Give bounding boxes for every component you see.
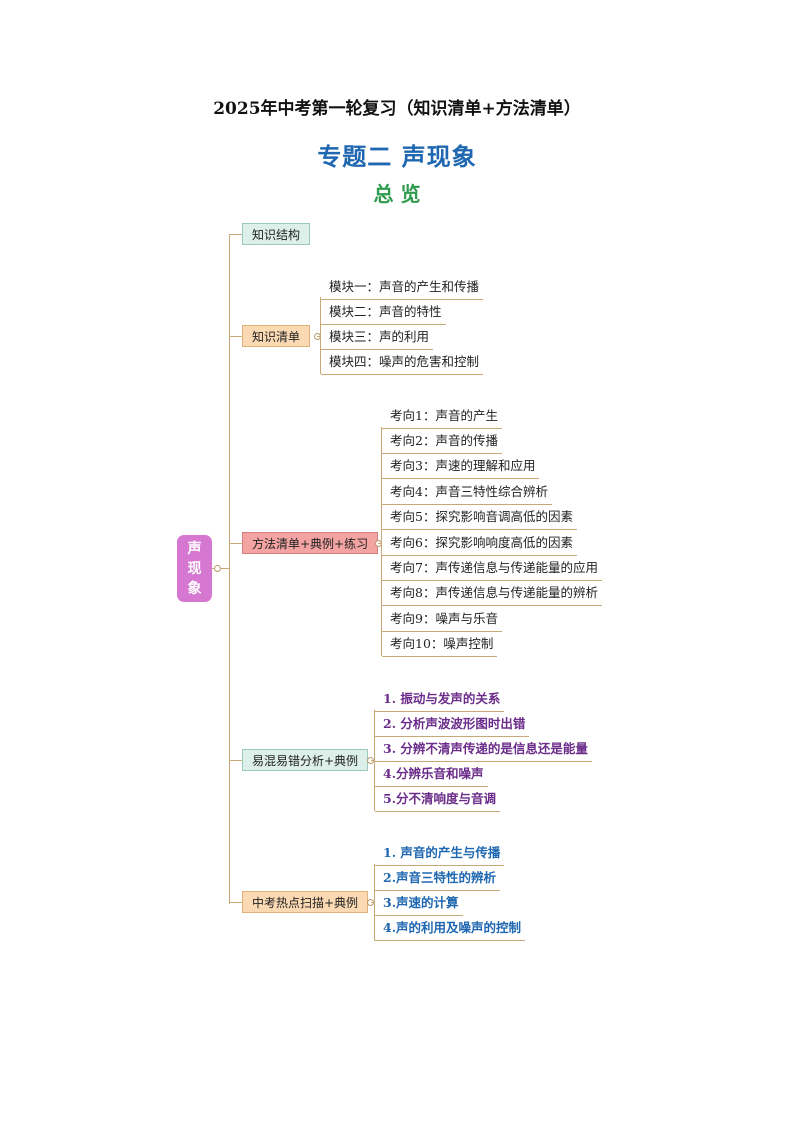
branch-hotspots[interactable]: 中考热点扫描+典例 <box>242 891 369 913</box>
overview-heading: 总 览 <box>373 182 421 206</box>
method-item[interactable]: 考向10：噪声控制 <box>382 635 498 657</box>
branch-methods[interactable]: 方法清单+典例+练习 <box>242 532 379 554</box>
mistake-item[interactable]: 1. 振动与发声的关系 <box>375 690 505 712</box>
topic-title: 专题二 声现象 <box>317 143 477 171</box>
method-item[interactable]: 考向2：声音的传播 <box>382 432 502 454</box>
method-item[interactable]: 考向3：声速的理解和应用 <box>382 457 540 479</box>
method-item[interactable]: 考向4：声音三特性综合辨析 <box>382 483 552 505</box>
knowledge-item[interactable]: 模块二：声音的特性 <box>321 303 446 325</box>
mindmap-root: 声现象 <box>177 535 212 602</box>
knowledge-item[interactable]: 模块三：声的利用 <box>321 328 434 350</box>
branch-knowledge-structure[interactable]: 知识结构 <box>242 223 311 245</box>
method-item[interactable]: 考向6：探究影响响度高低的因素 <box>382 534 577 556</box>
hotspot-item[interactable]: 1. 声音的产生与传播 <box>375 844 505 866</box>
knowledge-item[interactable]: 模块四：噪声的危害和控制 <box>321 353 484 375</box>
knowledge-item[interactable]: 模块一：声音的产生和传播 <box>321 278 484 300</box>
mistake-item[interactable]: 2. 分析声波波形图时出错 <box>375 715 530 737</box>
method-item[interactable]: 考向1：声音的产生 <box>382 407 502 429</box>
mistake-item[interactable]: 4.分辨乐音和噪声 <box>375 765 488 787</box>
hotspot-item[interactable]: 2.声音三特性的辨析 <box>375 869 501 891</box>
mistake-item[interactable]: 5.分不清响度与音调 <box>375 790 501 812</box>
method-item[interactable]: 考向5：探究影响音调高低的因素 <box>382 508 577 530</box>
trunk-connector <box>229 234 230 904</box>
hotspot-item[interactable]: 3.声速的计算 <box>375 894 463 916</box>
method-item[interactable]: 考向7：声传递信息与传递能量的应用 <box>382 559 602 581</box>
method-item[interactable]: 考向8：声传递信息与传递能量的辨析 <box>382 584 602 606</box>
page-title: 2025年中考第一轮复习（知识清单+方法清单） <box>213 99 581 119</box>
mistake-item[interactable]: 3. 分辨不清声传递的是信息还是能量 <box>375 740 592 762</box>
root-collapse-icon <box>214 565 221 572</box>
hotspot-item[interactable]: 4.声的利用及噪声的控制 <box>375 919 526 941</box>
branch-mistakes[interactable]: 易混易错分析+典例 <box>242 749 369 771</box>
method-item[interactable]: 考向9：噪声与乐音 <box>382 610 502 632</box>
branch-knowledge-list[interactable]: 知识清单 <box>242 325 311 347</box>
